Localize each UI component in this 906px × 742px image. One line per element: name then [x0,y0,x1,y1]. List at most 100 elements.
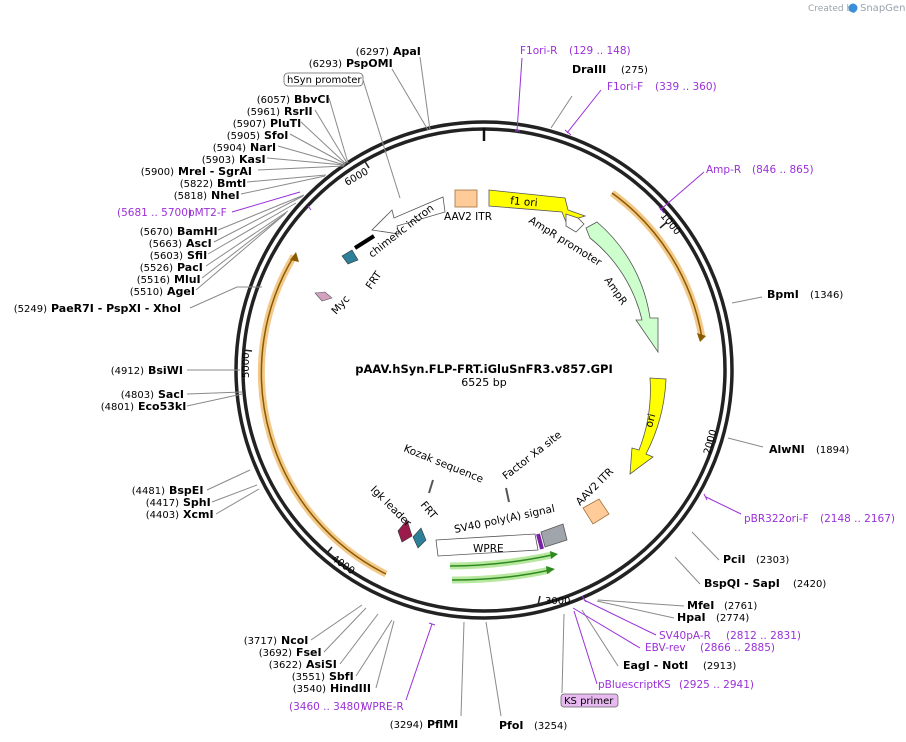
site-pos: (3540) [293,684,326,695]
site-bmti: BmtI [217,177,246,190]
site-pos: (5905) [227,131,260,142]
site-pos: (5822) [180,179,213,190]
site-pos: (4803) [121,390,154,401]
label-frt-1: FRT [364,269,385,292]
site-leader-lines [186,56,764,717]
feature-ampr-promoter [565,213,585,233]
site-asci: AscI [186,237,212,250]
site-mrei-sgrai: MreI - SgrAI [178,165,252,178]
site-pos: (3551) [292,672,325,683]
site-pos: (1346) [810,290,843,301]
site-pos: (5670) [140,227,173,238]
site-pos: (5603) [150,251,183,262]
label-igk-leader: Igk leader [368,484,414,530]
site-pos: (5818) [174,191,207,202]
site-pos: (5526) [140,263,173,274]
site-pos: (4912) [111,366,144,377]
site-pos: (2761) [724,601,757,612]
site-hindiii: HindIII [330,682,371,695]
site-eagi-noti: EagI - NotI [623,659,688,672]
feature-sv40-polya [540,523,568,548]
feature-frt-1 [341,249,359,265]
site-pos: (3717) [244,636,277,647]
site-pos: (6293) [309,59,342,70]
primer-range: (846 .. 865) [752,164,814,176]
site-pos: (2303) [756,555,789,566]
site-pos: (6057) [257,95,290,106]
label-f1-ori: f1 ori [510,195,538,209]
ks-primer-box [560,693,619,708]
primer-arrow-2 [451,569,551,581]
feature-aav2-itr-1 [454,189,478,208]
label-factor-xa: Factor Xa site [500,429,564,482]
site-pos: (5663) [149,239,182,250]
primer-pbluescriptks: pBluescriptKS [598,679,671,691]
primer-f1ori-f: F1ori-F [607,81,643,93]
site-sfoi: SfoI [264,129,288,142]
site-asisi: AsiSI [306,658,337,671]
primer-labels: F1ori-R (129 .. 148) F1ori-F (339 .. 360… [117,45,895,713]
site-pos: (3692) [259,648,292,659]
site-pos: (3622) [269,660,302,671]
primer-range: (339 .. 360) [655,81,717,93]
site-sbfi: SbfI [329,670,354,683]
feature-igk-leader [397,519,413,543]
frt-1-marker [353,234,376,250]
site-pos: (1894) [816,445,849,456]
feature-frt-2 [412,527,427,549]
site-labels-left: (6297) ApaI (6293) PspOMI hSyn promoter … [14,45,568,732]
label-frt-2: FRT [418,499,440,522]
site-pos: (4403) [146,510,179,521]
label-sv40-polya: SV40 poly(A) signal [453,503,556,536]
feature-wpre [435,533,539,557]
hsyn-promoter-label: hSyn promoter [287,75,362,86]
site-fsei: FseI [296,646,322,659]
site-bbvci: BbvCI [294,93,330,106]
site-pos: (5903) [202,155,235,166]
site-ncoi: NcoI [281,634,308,647]
label-kozak: Kozak sequence [402,443,485,486]
site-pos: (3254) [534,721,567,732]
site-sphi: SphI [183,496,211,509]
primer-range: (5681 .. 5700) [117,207,192,219]
site-pos: (2774) [716,613,749,624]
feature-ori [629,377,667,475]
site-pos: (2913) [703,661,736,672]
site-pos: (4801) [101,402,134,413]
site-bsiwi: BsiWI [148,364,183,377]
site-mlui: MluI [174,273,201,286]
feature-factor-xa [505,487,510,503]
site-mfei: MfeI [687,599,714,612]
outer-arcs [257,190,706,578]
site-bspqi-sapi: BspQI - SapI [704,577,780,590]
credit-prefix: Created by [808,4,858,14]
wpre-primer-arc [257,254,388,578]
site-bpmi: BpmI [767,288,799,301]
site-bspei: BspEI [169,484,203,497]
site-pos: (5516) [137,275,170,286]
site-pos: (6297) [356,47,389,58]
site-nhei: NheI [211,189,240,202]
primer-sv40pa-r: SV40pA-R [659,630,711,642]
label-myc: Myc [329,293,352,317]
hsyn-promoter-box [283,72,364,87]
label-wpre: WPRE [473,543,504,555]
plasmid-name: pAAV.hSyn.FLP-FRT.iGluSnFR3.v857.GPI [355,362,612,376]
site-pos: (5900) [141,167,174,178]
site-eco53ki: Eco53kI [138,400,186,413]
site-pspomi: PspOMI [346,57,393,70]
label-aav2-itr-1: AAV2 ITR [444,211,492,223]
site-pflmi: PflMI [427,718,458,731]
site-pos: (275) [621,65,648,76]
primer-pmt2-f: pMT2-F [188,207,227,219]
site-xcmi: XcmI [183,508,214,521]
site-pos: (5510) [130,287,163,298]
site-saci: SacI [158,388,184,401]
site-bamhi: BamHI [177,225,218,238]
site-paer7i-pspxi-xhoi: PaeR7I - PspXI - XhoI [51,302,181,315]
site-draiii: DraIII [572,63,606,76]
site-apai: ApaI [393,45,421,58]
primer-wpre-r: WPRE-R [362,701,404,713]
primer-amp-r: Amp-R [706,164,741,176]
